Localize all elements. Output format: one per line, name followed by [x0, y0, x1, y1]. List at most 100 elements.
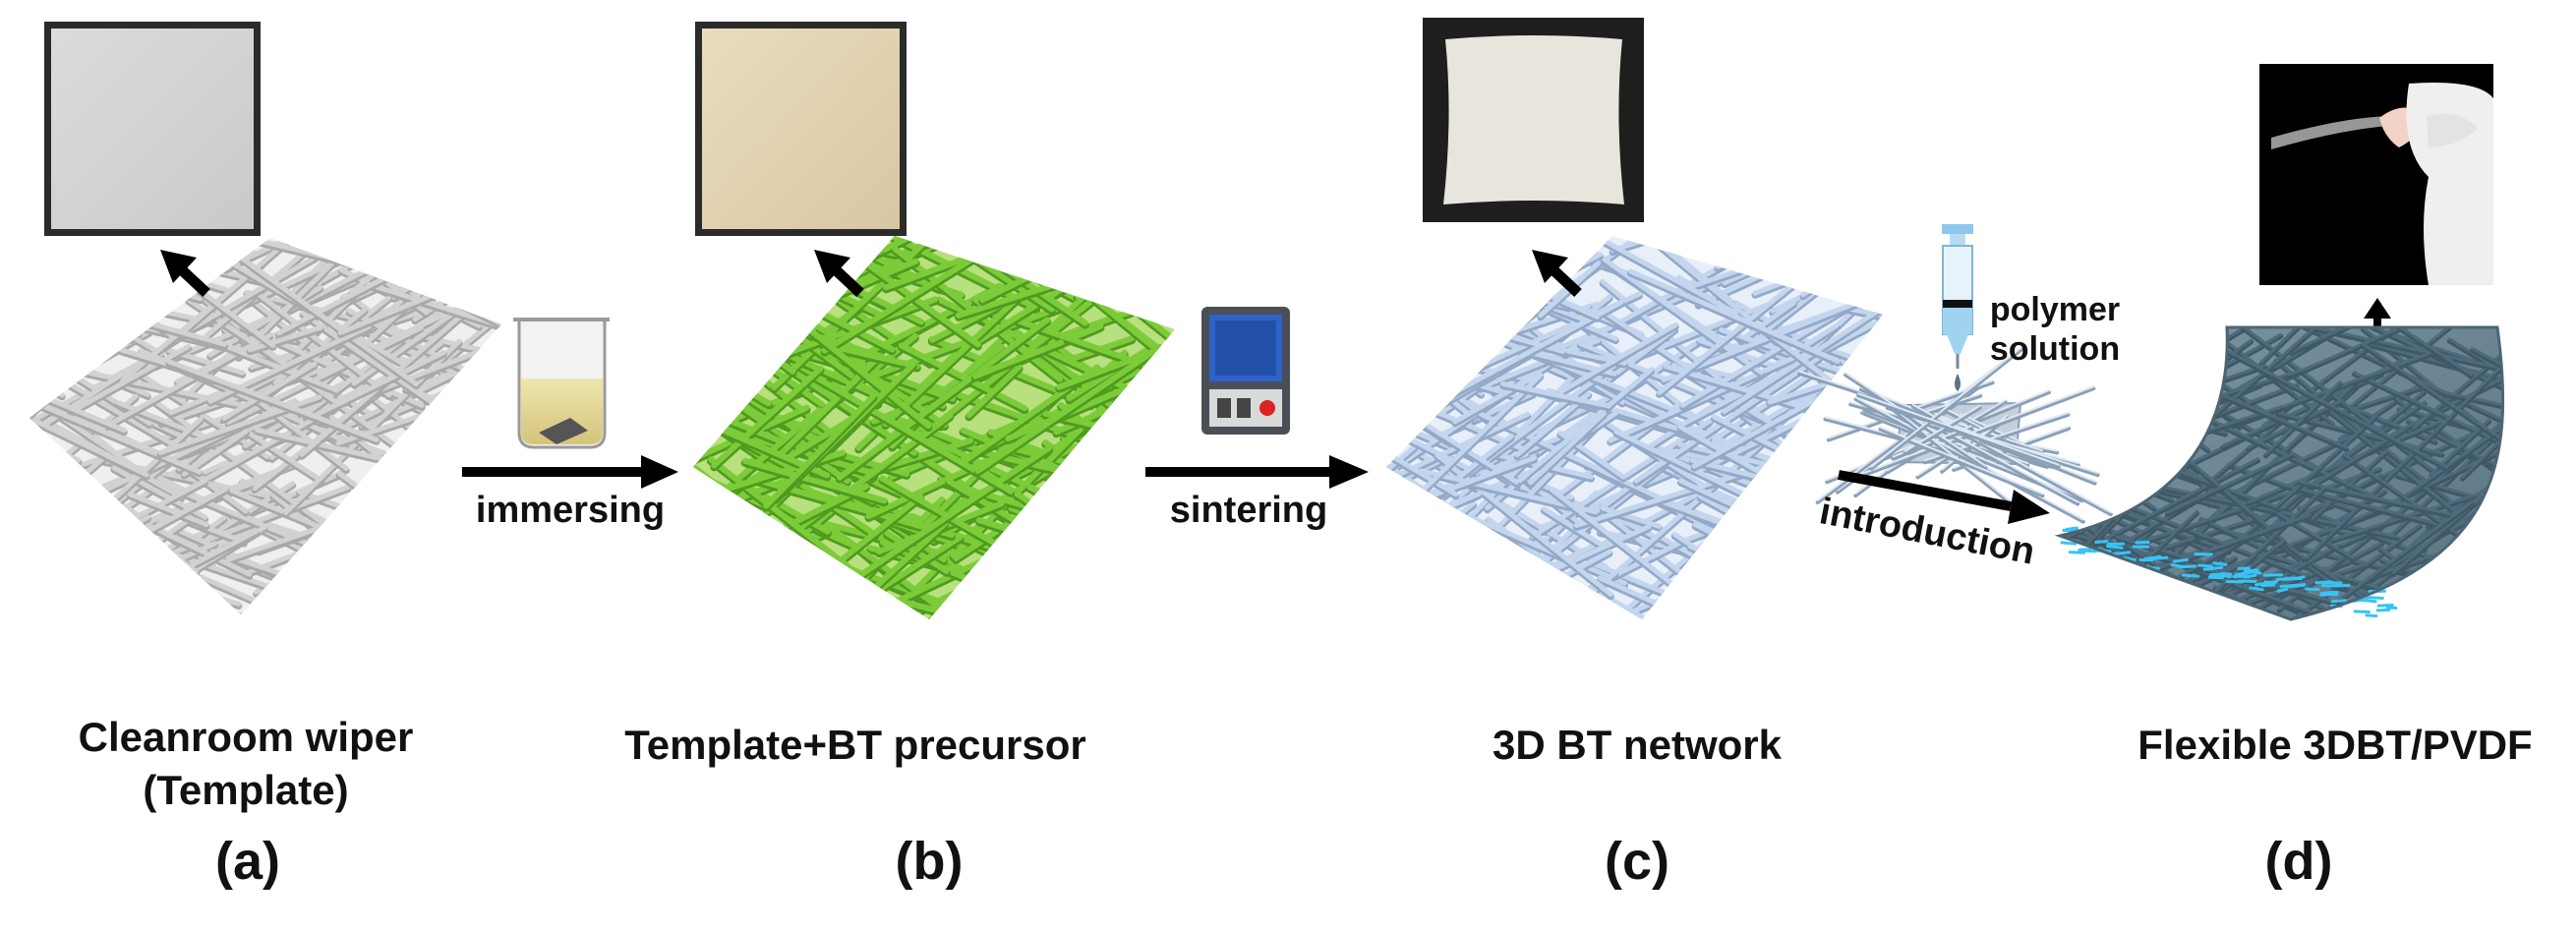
bt-fragment	[2211, 574, 2226, 575]
fiber	[2407, 582, 2453, 625]
fiber	[1104, 561, 1200, 615]
fiber-shadow	[1078, 270, 1145, 298]
fiber-shadow	[1045, 588, 1145, 630]
fiber	[1019, 519, 1104, 567]
fiber-shadow	[956, 210, 1070, 264]
fiber-shadow	[1815, 562, 1919, 591]
fiber-shadow	[1290, 278, 1520, 359]
fiber	[379, 556, 542, 681]
fiber	[421, 539, 586, 649]
bt-fragment	[2251, 588, 2262, 590]
fiber-shadow	[700, 328, 788, 361]
fiber	[394, 232, 497, 297]
fiber-shadow	[2, 522, 55, 551]
panel-a-title-line1: Cleanroom wiper	[0, 711, 492, 764]
fiber-shadow	[2064, 385, 2143, 433]
fiber-shadow	[953, 610, 1019, 649]
fiber-shadow	[774, 574, 995, 685]
fiber-shadow	[1999, 369, 2162, 452]
fiber-shadow	[2030, 569, 2196, 674]
fiber-shadow	[653, 268, 723, 320]
fiber	[1290, 276, 1520, 357]
fiber-shadow	[1405, 315, 1475, 341]
fiber-shadow	[0, 238, 181, 318]
fiber-shadow	[998, 540, 1077, 567]
fiber	[2024, 594, 2144, 641]
fiber	[1040, 259, 1144, 285]
fiber	[1002, 581, 1089, 630]
fiber	[982, 208, 1168, 300]
fiber	[7, 539, 119, 583]
fiber-shadow	[682, 278, 802, 370]
fiber	[1045, 586, 1145, 628]
fiber	[1718, 203, 1910, 266]
panel-c	[1255, 18, 2001, 690]
fiber	[1322, 557, 1433, 623]
fiber	[333, 544, 392, 566]
fiber-shadow	[640, 575, 770, 650]
fiber-shadow	[681, 279, 779, 378]
fiber-shadow	[652, 332, 746, 426]
fiber-shadow	[60, 283, 138, 336]
fiber	[1382, 538, 1477, 581]
fiber	[15, 322, 77, 363]
fiber-shadow	[379, 558, 542, 683]
fiber-shadow	[1690, 576, 1908, 659]
bt-fragment	[2316, 582, 2331, 583]
fiber-shadow	[2031, 597, 2159, 627]
fiber-shadow	[1356, 288, 1455, 335]
fiber	[640, 573, 770, 648]
fiber	[1725, 233, 1835, 283]
fiber	[1418, 555, 1510, 597]
fiber	[425, 181, 572, 299]
fiber-shadow	[1060, 526, 1235, 602]
fiber-shadow	[1839, 226, 1892, 266]
fiber-shadow	[1759, 551, 1885, 612]
fiber	[2416, 556, 2576, 653]
fiber	[2445, 565, 2549, 641]
bt-fragment	[2096, 542, 2107, 543]
fiber-shadow	[1677, 560, 1796, 609]
fiber-shadow	[59, 251, 128, 307]
bt-fragment	[2236, 572, 2251, 574]
fiber-shadow	[412, 571, 607, 661]
fiber	[368, 560, 448, 581]
fiber	[1328, 567, 1552, 657]
fiber	[1120, 528, 1218, 612]
fiber	[1677, 558, 1796, 607]
fiber	[2064, 383, 2143, 431]
beaker-icon	[513, 320, 610, 447]
fiber	[673, 247, 805, 313]
fiber-shadow	[0, 234, 123, 295]
fiber-shadow	[323, 526, 501, 675]
fiber-shadow	[0, 487, 85, 528]
bt-fragment	[2335, 585, 2350, 586]
bt-fragment	[2387, 608, 2396, 609]
fiber	[2020, 577, 2110, 615]
fiber	[1060, 524, 1235, 600]
fiber-shadow	[2007, 569, 2158, 657]
fiber-shadow	[2089, 399, 2226, 435]
fiber-shadow	[330, 533, 398, 569]
fiber-shadow	[2143, 581, 2195, 618]
fiber	[52, 590, 206, 644]
fiber-shadow	[1674, 536, 1899, 683]
bt-fragment	[2367, 598, 2382, 599]
bt-fragment	[2245, 575, 2255, 577]
fiber	[720, 588, 811, 662]
fiber-shadow	[1314, 239, 1441, 339]
fiber	[998, 553, 1192, 672]
fiber-shadow	[998, 555, 1192, 674]
fiber-shadow	[2051, 578, 2211, 672]
fiber	[60, 281, 138, 334]
fiber-shadow	[384, 238, 488, 274]
step-label-sintering: sintering	[1131, 490, 1367, 532]
fiber	[1658, 602, 1716, 637]
fiber-shadow	[1712, 600, 1807, 657]
fiber	[327, 528, 417, 560]
fiber-shadow	[1364, 540, 1548, 635]
fiber-shadow	[1339, 247, 1497, 388]
panel-b-letter: (b)	[831, 831, 1027, 892]
fiber	[384, 236, 488, 272]
fiber	[0, 238, 139, 329]
